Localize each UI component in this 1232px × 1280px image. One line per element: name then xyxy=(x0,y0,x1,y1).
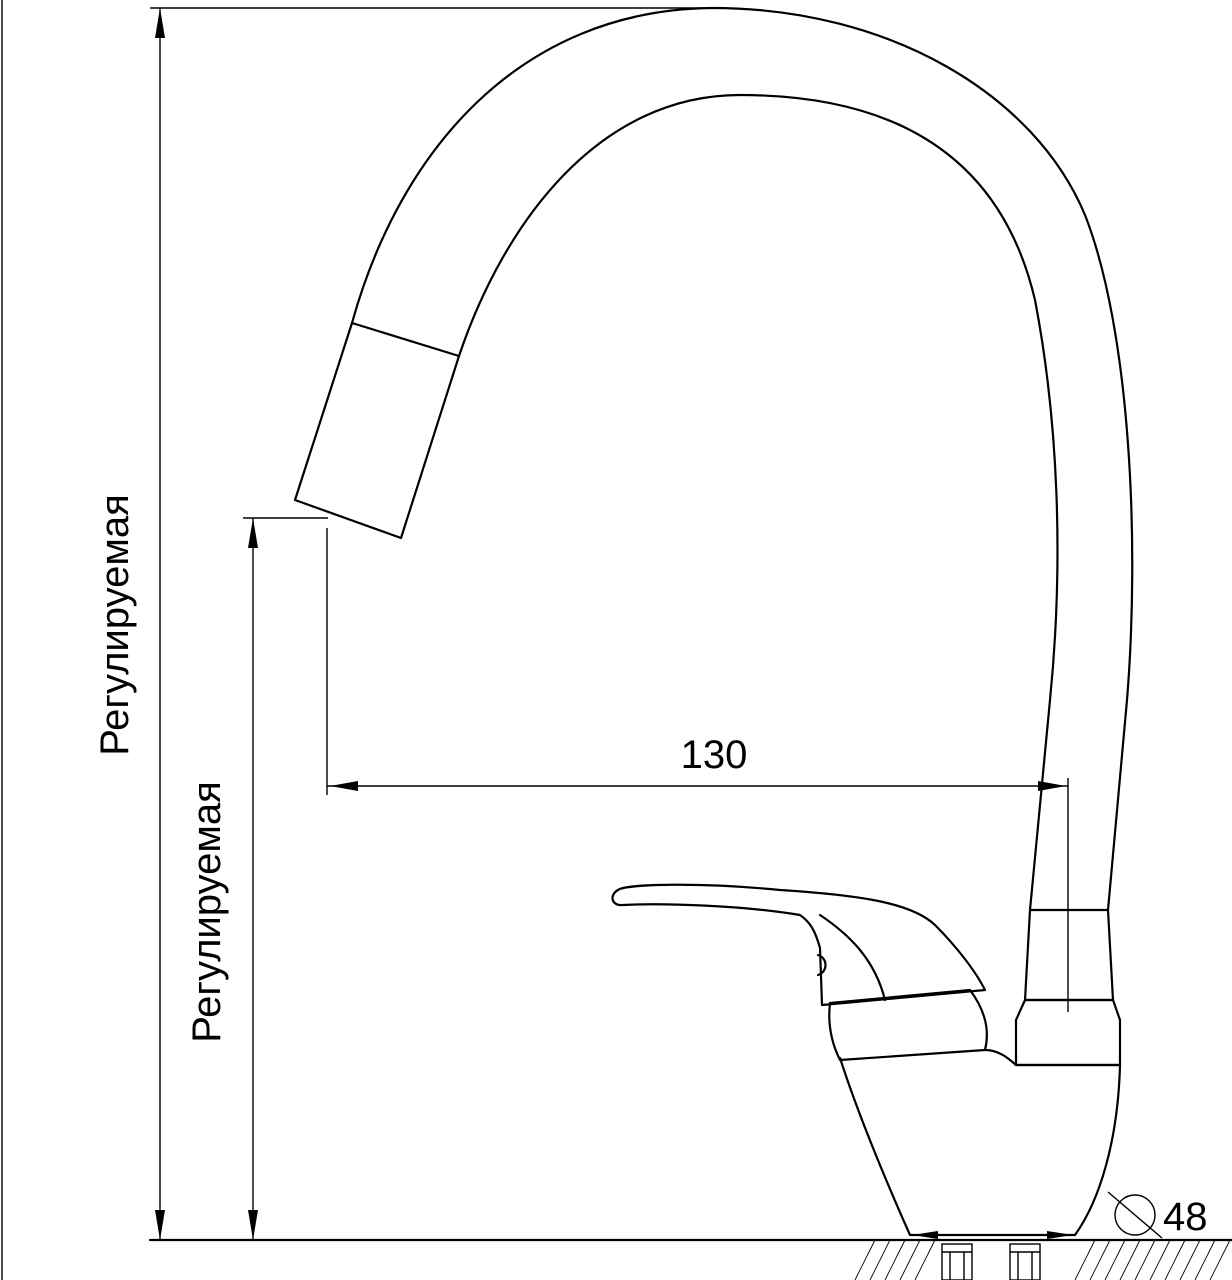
dimension-spout-reach xyxy=(326,528,1069,1012)
spout-inner-curve xyxy=(457,93,1059,912)
spout-collar-upper xyxy=(1023,908,1115,1002)
spray-head xyxy=(293,321,461,540)
dimension-total-height xyxy=(150,7,712,1240)
lever-inner-curve xyxy=(818,913,887,1002)
counter-hatching xyxy=(854,1239,1231,1280)
dimension-base-diameter-label: 48 xyxy=(1163,1195,1208,1239)
cartridge-ring xyxy=(828,988,988,1062)
lever-handle xyxy=(611,883,987,1007)
dimension-base-diameter xyxy=(910,1191,1163,1239)
spout-outer-curve xyxy=(350,6,1134,912)
mounting-studs xyxy=(941,1243,1041,1280)
lever-pivot xyxy=(816,953,827,977)
diameter-icon xyxy=(1107,1191,1163,1239)
dimension-spout-height xyxy=(243,517,328,1240)
mixer-body xyxy=(838,1048,1122,1237)
dimension-spout-reach-label: 130 xyxy=(681,733,748,777)
dimension-spout-height-label: Регулируемая xyxy=(185,781,229,1043)
dimension-total-height-label: Регулируемая xyxy=(93,494,137,756)
faucet-outline xyxy=(293,6,1134,1237)
